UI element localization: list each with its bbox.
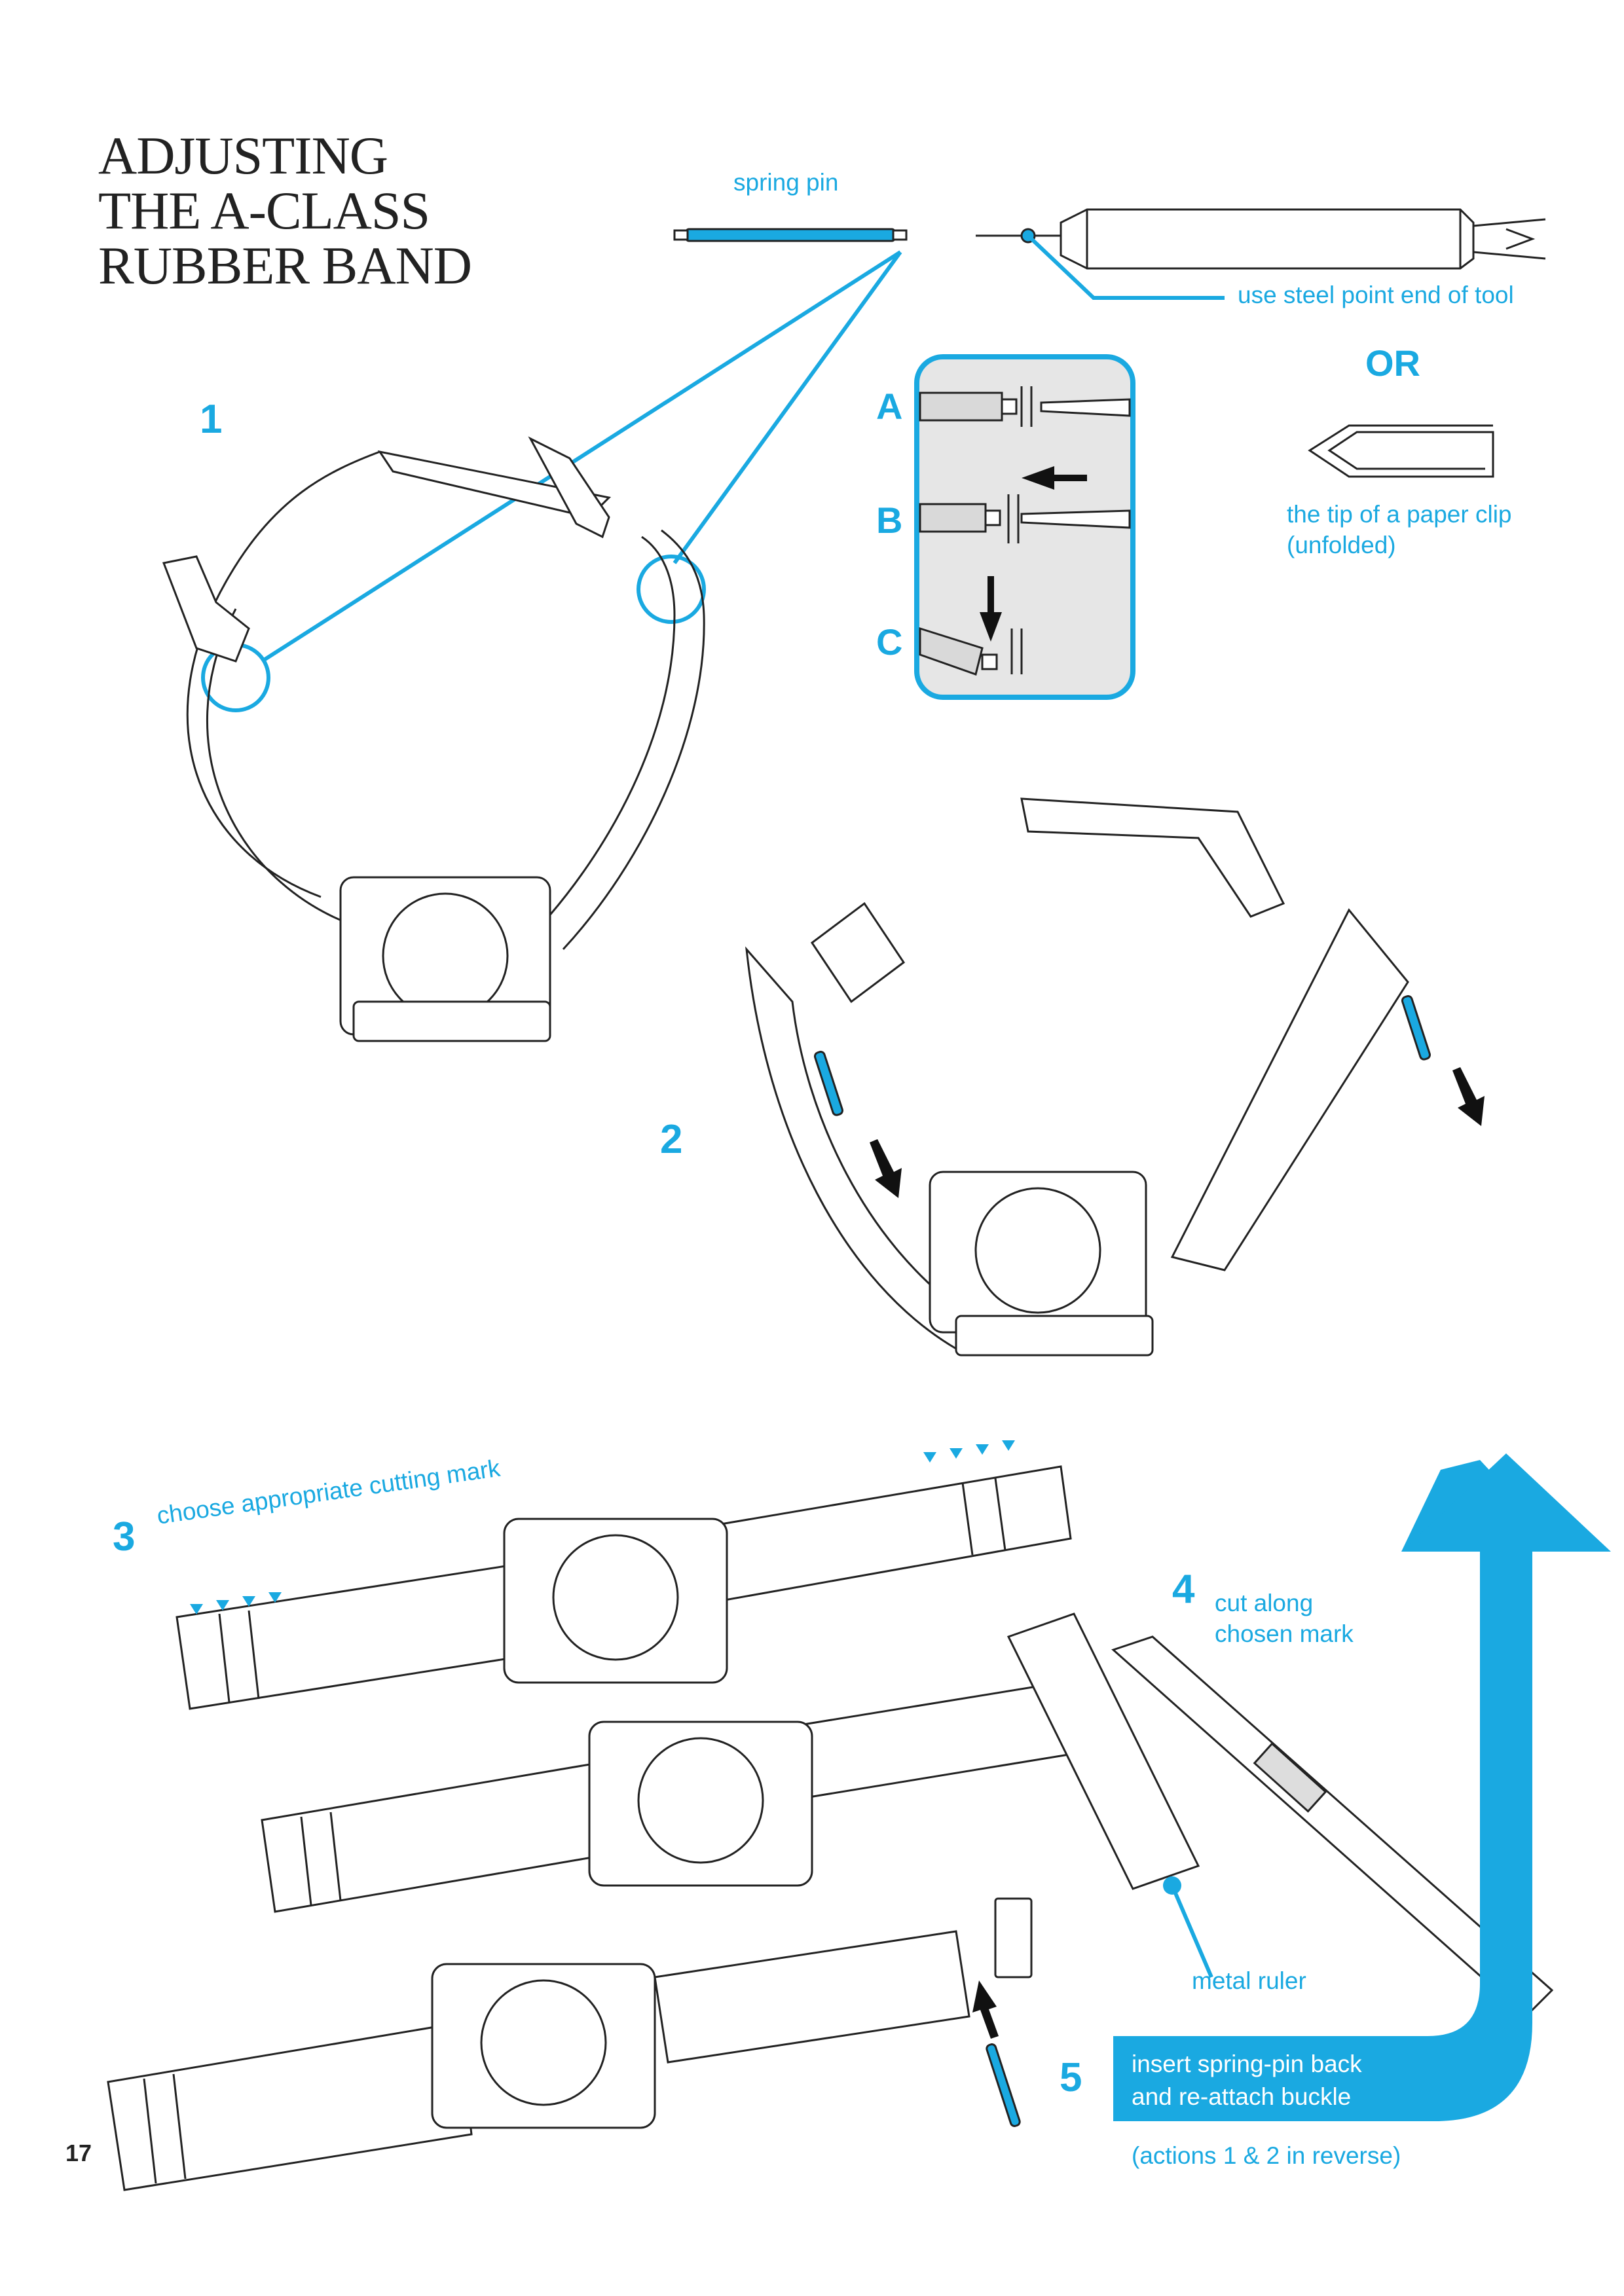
step-3-number: 3 bbox=[113, 1514, 136, 1559]
spring-bar-tool-illustration bbox=[976, 208, 1546, 270]
watch-illustration-step-2 bbox=[745, 797, 1409, 1357]
inset-panel bbox=[914, 354, 1135, 700]
or-label: OR bbox=[1365, 342, 1420, 384]
tool-callout-line bbox=[1026, 234, 1225, 300]
band-step-3 bbox=[175, 1465, 1072, 1710]
paper-clip-illustration bbox=[1308, 424, 1494, 478]
step-2-number: 2 bbox=[660, 1117, 683, 1162]
title-line-2: THE A-CLASS bbox=[98, 181, 430, 240]
paper-clip-label-line-1: the tip of a paper clip bbox=[1287, 501, 1512, 528]
step-5-line-2: and re-attach buckle bbox=[1132, 2083, 1352, 2110]
spring-pin-step-5 bbox=[986, 2043, 1021, 2127]
step-4-line-1: cut along bbox=[1215, 1590, 1314, 1616]
page-number: 17 bbox=[65, 2140, 92, 2166]
inset-step-c: C bbox=[876, 621, 903, 663]
cutter-knife-illustration bbox=[1111, 1635, 1554, 2018]
tool-label: use steel point end of tool bbox=[1238, 282, 1514, 308]
spring-pin-label: spring pin bbox=[733, 169, 839, 196]
return-arrow-head bbox=[1401, 1453, 1611, 1552]
watch-illustration-step-1 bbox=[162, 436, 705, 1042]
inset-step-b: B bbox=[876, 500, 903, 541]
metal-ruler-label: metal ruler bbox=[1192, 1967, 1306, 1994]
step-4-line-2: chosen mark bbox=[1215, 1620, 1354, 1647]
cutting-marks bbox=[190, 1440, 1015, 1614]
step-1-number: 1 bbox=[200, 397, 223, 442]
inset-step-a: A bbox=[876, 386, 903, 427]
title-line-3: RUBBER BAND bbox=[98, 236, 472, 295]
band-step-5 bbox=[107, 1897, 1033, 2191]
metal-ruler-illustration bbox=[1006, 1613, 1200, 1890]
step-5-line-1: insert spring-pin back bbox=[1132, 2050, 1362, 2077]
title-line-1: ADJUSTING bbox=[98, 126, 388, 185]
band-step-4 bbox=[261, 1681, 1070, 1913]
reverse-note: (actions 1 & 2 in reverse) bbox=[1132, 2142, 1401, 2169]
removal-arrows-step-2 bbox=[870, 1067, 1485, 1198]
insert-arrow-step-5 bbox=[972, 1980, 999, 2039]
step-4-number: 4 bbox=[1172, 1567, 1195, 1612]
spring-pin-illustration bbox=[673, 228, 908, 242]
spring-pins-step-2 bbox=[813, 995, 1431, 1116]
return-arrow bbox=[1113, 1460, 1565, 2121]
page-title: ADJUSTING THE A-CLASS RUBBER BAND bbox=[98, 126, 472, 295]
callout-lines bbox=[201, 250, 902, 712]
step-5-number: 5 bbox=[1060, 2055, 1082, 2100]
paper-clip-label-line-2: (unfolded) bbox=[1287, 532, 1396, 558]
ruler-callout-line bbox=[1170, 1884, 1213, 1978]
